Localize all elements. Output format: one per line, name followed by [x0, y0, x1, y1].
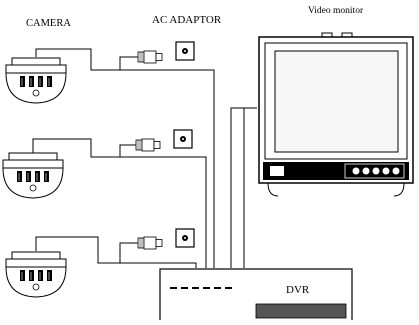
camera-1-icon [5, 57, 67, 104]
camera-2-icon [2, 152, 64, 199]
video-monitor-label: Video monitor [308, 6, 364, 16]
camera-label: CAMERA [26, 18, 71, 29]
video-cables [32, 48, 215, 268]
video-monitor-icon [258, 32, 414, 197]
camera-3-icon [5, 251, 67, 298]
dvr-unit-icon [159, 268, 353, 325]
monitor-cable [230, 107, 257, 268]
ac-adaptor-3 [129, 228, 195, 250]
ac-adaptor-2 [127, 129, 193, 152]
ac-adaptor-label: AC ADAPTOR [152, 14, 222, 26]
power-cables [119, 56, 130, 263]
ac-adaptor-1 [129, 41, 195, 64]
dvr-label: DVR [286, 284, 310, 296]
